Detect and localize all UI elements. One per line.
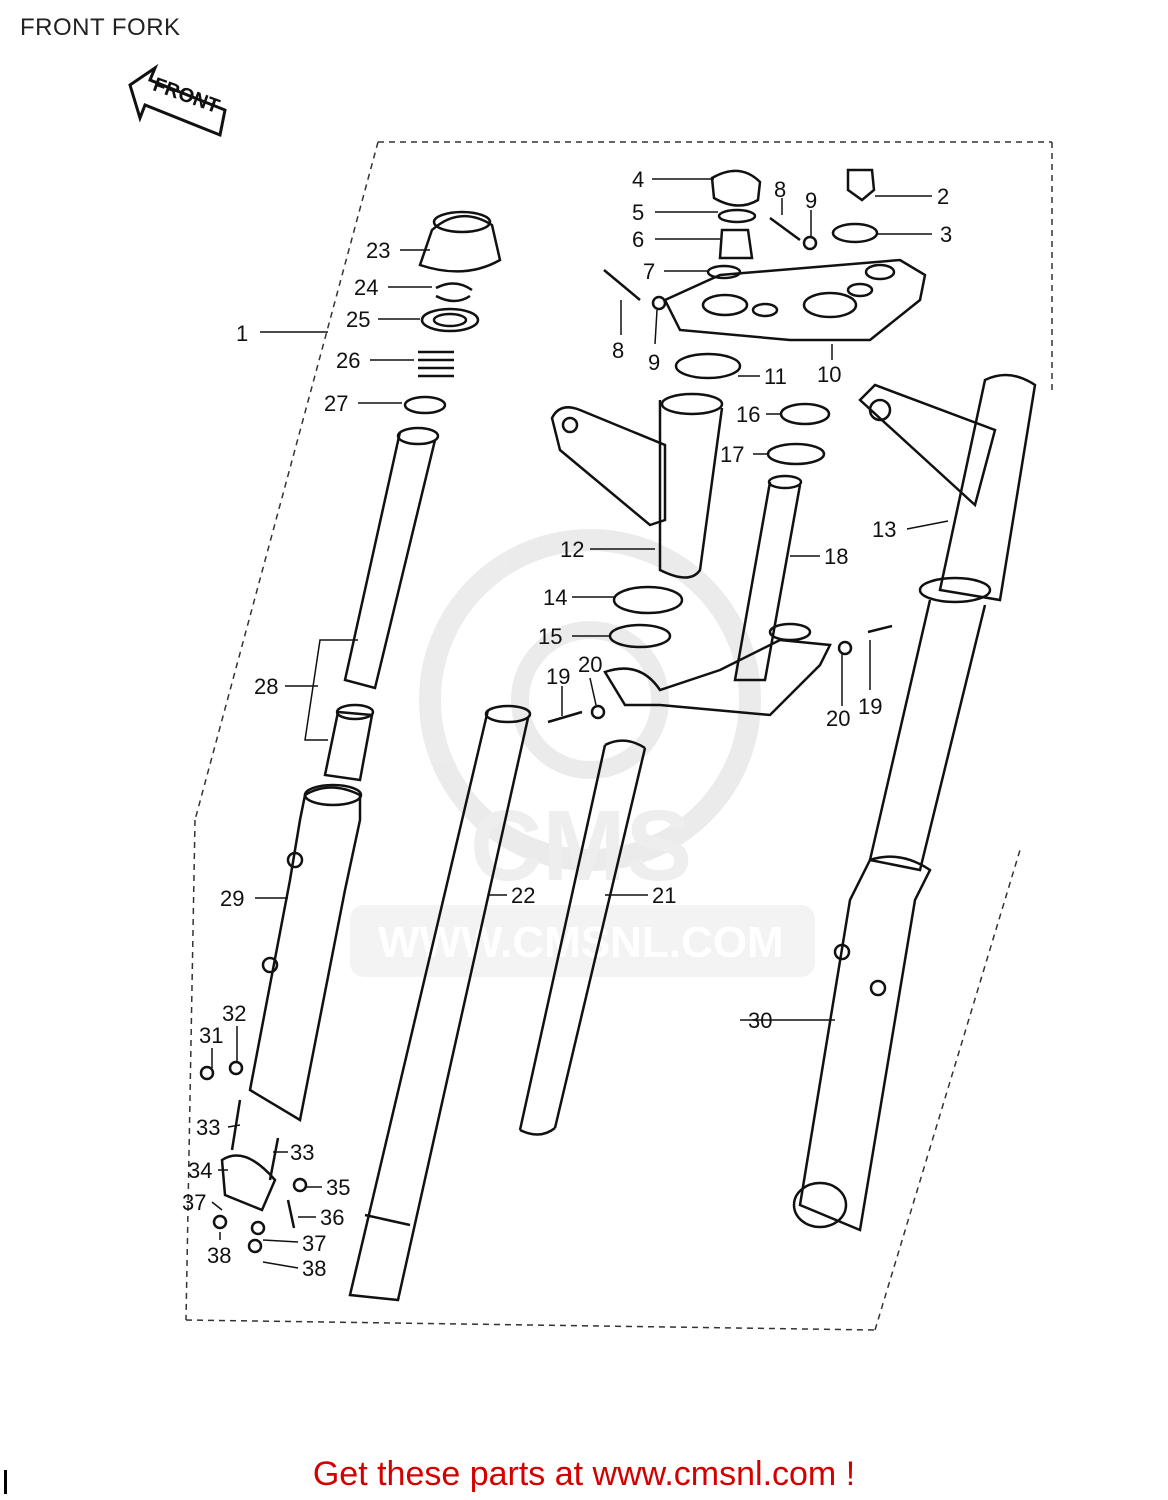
callout-6: 6 bbox=[632, 227, 644, 252]
callout-9-lower: 9 bbox=[648, 350, 660, 375]
callout-23: 23 bbox=[366, 238, 390, 263]
edge-marker bbox=[4, 1470, 7, 1494]
callout-24: 24 bbox=[354, 275, 378, 300]
callout-22: 22 bbox=[511, 883, 535, 908]
leader-lines bbox=[211, 178, 949, 1269]
callout-10: 10 bbox=[817, 362, 841, 387]
assembly-frame bbox=[185, 141, 1053, 1331]
callout-37-right: 37 bbox=[302, 1231, 326, 1256]
callout-4: 4 bbox=[632, 167, 644, 192]
callout-33-left: 33 bbox=[196, 1115, 220, 1140]
front-direction-arrow: FRONT bbox=[128, 63, 227, 138]
callout-3: 3 bbox=[940, 222, 952, 247]
callout-8-upper: 8 bbox=[774, 177, 786, 202]
callout-30: 30 bbox=[748, 1008, 772, 1033]
callout-18: 18 bbox=[824, 544, 848, 569]
callout-21: 21 bbox=[652, 883, 676, 908]
callout-8-lower: 8 bbox=[612, 338, 624, 363]
callout-19-right: 19 bbox=[858, 694, 882, 719]
callout-29: 29 bbox=[220, 886, 244, 911]
callout-19-left: 19 bbox=[546, 664, 570, 689]
callout-7: 7 bbox=[643, 259, 655, 284]
callout-38-left: 38 bbox=[207, 1243, 231, 1268]
callout-2: 2 bbox=[937, 184, 949, 209]
callout-1: 1 bbox=[236, 321, 248, 346]
callout-33-right: 33 bbox=[290, 1140, 314, 1165]
callout-15: 15 bbox=[538, 624, 562, 649]
promo-link-text[interactable]: Get these parts at www.cmsnl.com ! bbox=[312, 1455, 856, 1493]
callout-12: 12 bbox=[560, 537, 584, 562]
callout-38-right: 38 bbox=[302, 1256, 326, 1281]
callout-34: 34 bbox=[188, 1158, 212, 1183]
callout-31: 31 bbox=[199, 1023, 223, 1048]
callout-37-left: 37 bbox=[182, 1190, 206, 1215]
callout-35: 35 bbox=[326, 1175, 350, 1200]
page-title: FRONT FORK bbox=[20, 14, 181, 41]
callout-17: 17 bbox=[720, 442, 744, 467]
callout-27: 27 bbox=[324, 391, 348, 416]
callout-5: 5 bbox=[632, 200, 644, 225]
callout-13: 13 bbox=[872, 517, 896, 542]
callout-14: 14 bbox=[543, 585, 567, 610]
callout-36: 36 bbox=[320, 1205, 344, 1230]
callout-20-right: 20 bbox=[826, 706, 850, 731]
watermark-url: WWW.CMSNL.COM bbox=[378, 918, 784, 967]
callout-11: 11 bbox=[764, 364, 787, 389]
callout-9-upper: 9 bbox=[805, 188, 817, 213]
callout-20-left: 20 bbox=[578, 652, 602, 677]
part-drawings bbox=[199, 168, 1037, 1302]
callout-labels: 1 2 3 4 5 6 7 8 9 8 9 10 11 12 13 14 15 … bbox=[182, 167, 952, 1281]
callout-16: 16 bbox=[736, 402, 760, 427]
watermark-logo: CMS WWW.CMSNL.COM bbox=[350, 529, 815, 977]
callout-28: 28 bbox=[254, 674, 278, 699]
callout-32: 32 bbox=[222, 1001, 246, 1026]
callout-25: 25 bbox=[346, 307, 370, 332]
callout-26: 26 bbox=[336, 348, 360, 373]
